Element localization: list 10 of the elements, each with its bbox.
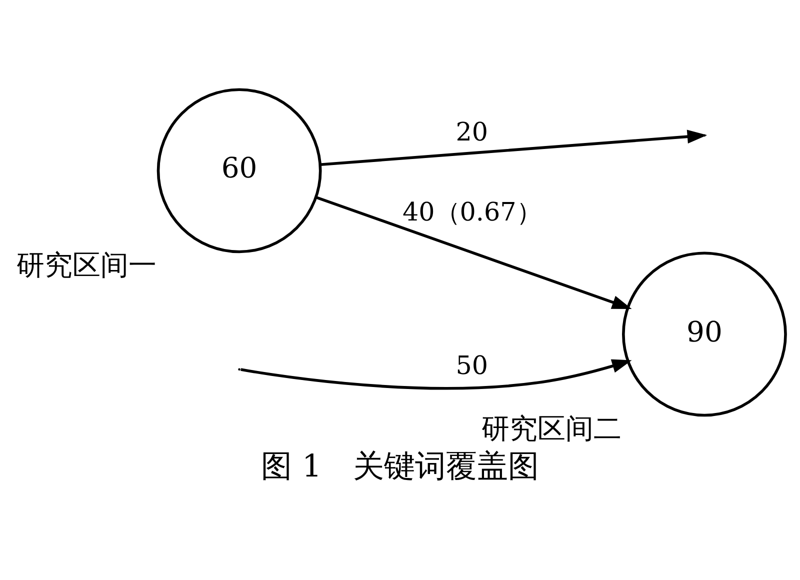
caption: 图 1 关键词覆盖图 bbox=[261, 448, 539, 484]
node-label: 研究区间一 bbox=[16, 248, 156, 281]
edge-label: 40（0.67） bbox=[402, 196, 542, 226]
arrow bbox=[316, 196, 632, 308]
arrow bbox=[240, 358, 632, 390]
edge-label: 20 bbox=[456, 116, 488, 146]
node-label: 研究区间二 bbox=[482, 411, 622, 444]
node-circle: 60 bbox=[156, 88, 322, 253]
node-circle: 90 bbox=[622, 251, 787, 416]
edge-label: 50 bbox=[456, 350, 488, 380]
